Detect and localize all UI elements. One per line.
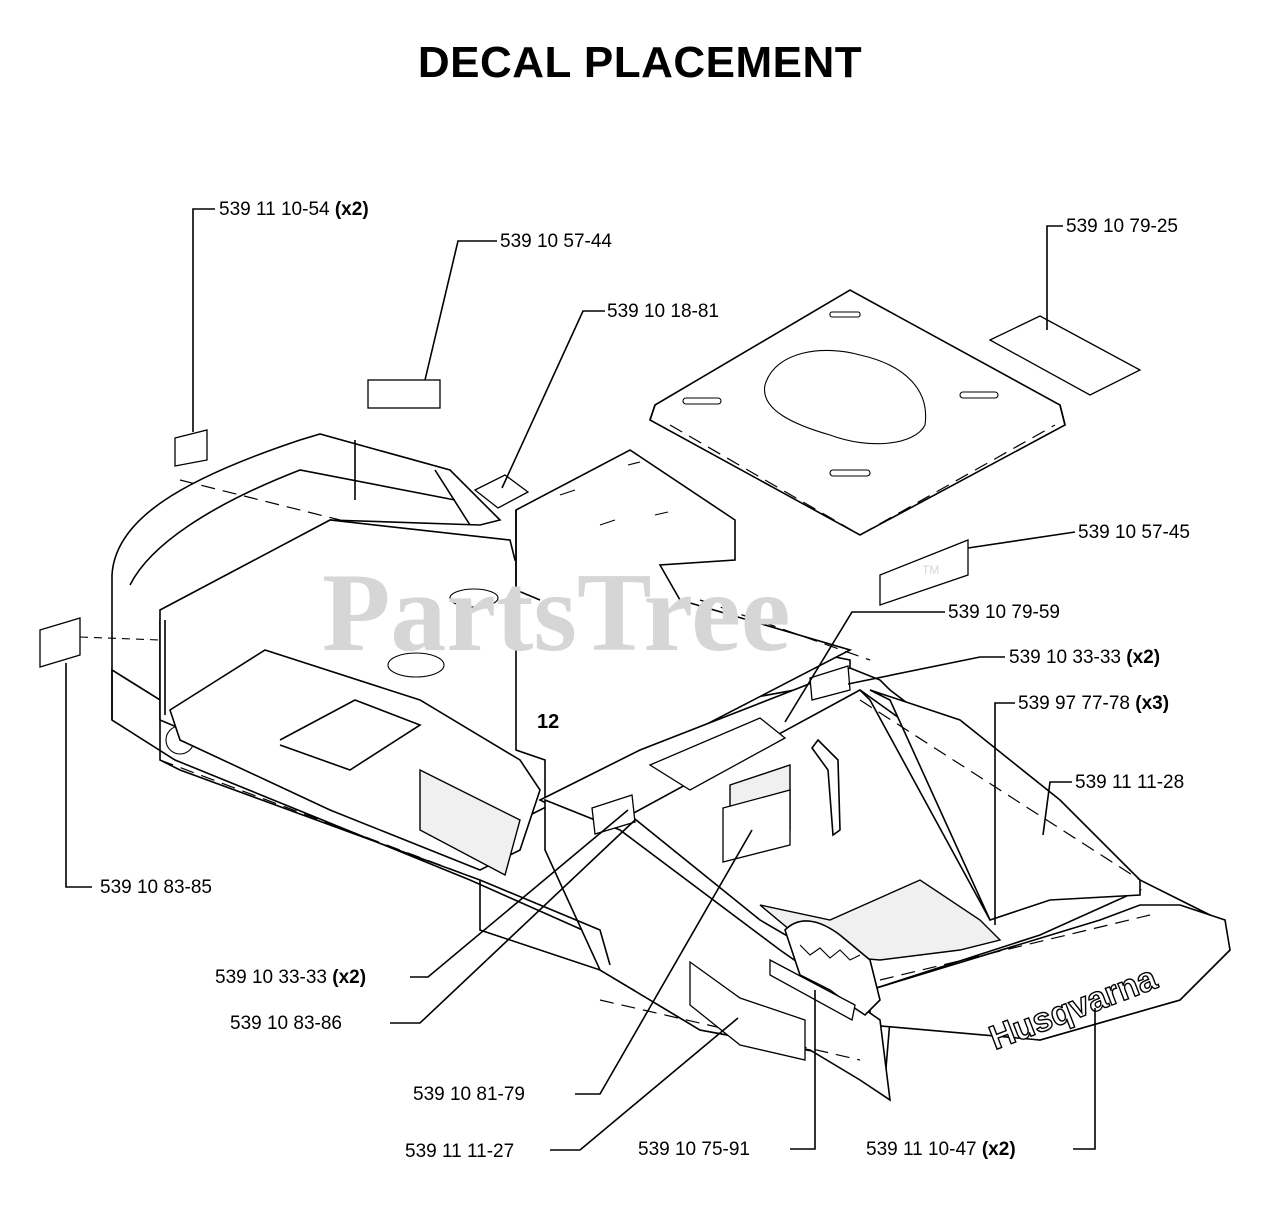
decal-539-10-79-25 — [988, 315, 1142, 396]
callout-part: 539 10 57-45 — [1078, 522, 1190, 543]
diagram-title: DECAL PLACEMENT — [417, 38, 863, 87]
callout-label: 539 11 10-54 (x2) — [219, 199, 369, 220]
callout-part: 539 10 79-59 — [948, 602, 1060, 623]
decal-539-10-33-33-left — [591, 794, 636, 835]
callout-part: 539 10 79-25 — [1066, 216, 1178, 237]
callout-label: 539 10 57-45 — [1078, 522, 1190, 543]
decal-539-11-10-54 — [174, 429, 208, 467]
callout-part: 539 10 81-79 — [413, 1084, 525, 1105]
callout-label: 539 10 83-86 — [230, 1013, 342, 1034]
watermark-text: PartsTree — [322, 551, 791, 675]
callout-qty: (x3) — [1135, 693, 1169, 714]
callout-qty: (x2) — [335, 199, 369, 220]
callout-label: 539 10 33-33 (x2) — [215, 967, 366, 988]
callout-part: 539 11 10-54 — [219, 199, 330, 220]
decal-539-10-18-81 — [473, 474, 530, 509]
callout-part: 539 11 10-47 — [866, 1139, 977, 1160]
decal-539-11-11-27 — [689, 960, 806, 1061]
callout-label: 539 11 11-28 — [1075, 772, 1184, 793]
decal-539-10-57-45 — [879, 539, 969, 606]
callout-part: 539 97 77-78 — [1018, 693, 1130, 714]
callout-part: 539 10 83-86 — [230, 1013, 342, 1034]
callout-part: 539 11 11-27 — [405, 1141, 514, 1162]
decal-539-10-33-33-right — [809, 665, 851, 701]
seat-pan — [649, 289, 1066, 536]
decal-539-10-79-59 — [648, 717, 787, 791]
decal-539-10-57-44 — [367, 379, 441, 409]
callout-label: 539 10 83-85 — [100, 877, 212, 898]
decals — [39, 315, 1142, 1061]
callout-part: 539 10 33-33 — [215, 967, 327, 988]
callout-part: 539 11 11-28 — [1075, 772, 1184, 793]
callout-label: 539 97 77-78 (x3) — [1018, 693, 1169, 714]
callout-part: 539 10 33-33 — [1009, 647, 1121, 668]
decal-539-10-75-91 — [769, 958, 856, 1021]
callout-label: 539 10 33-33 (x2) — [1009, 647, 1160, 668]
callout-part: 539 10 75-91 — [638, 1139, 750, 1160]
callout-label: 539 10 75-91 — [638, 1139, 750, 1160]
callout-label: 539 10 79-59 — [948, 602, 1060, 623]
callout-part: 539 10 18-81 — [607, 301, 719, 322]
watermark-trademark: TM — [922, 563, 939, 577]
callout-label: 539 11 10-47 (x2) — [866, 1139, 1016, 1160]
callout-label: 539 10 81-79 — [413, 1084, 525, 1105]
callout-qty: (x2) — [332, 967, 366, 988]
callout-label: 539 11 11-27 — [405, 1141, 514, 1162]
callout-label: 539 10 79-25 — [1066, 216, 1178, 237]
callout-qty: (x2) — [982, 1139, 1016, 1160]
decal-539-10-81-79 — [722, 789, 791, 863]
callout-qty: (x2) — [1126, 647, 1160, 668]
leader-lines — [65, 208, 1096, 1151]
reference-number: 12 — [537, 711, 559, 733]
callout-label: 539 10 18-81 — [607, 301, 719, 322]
callout-part: 539 10 83-85 — [100, 877, 212, 898]
watermark: PartsTree TM — [322, 551, 939, 675]
callout-label: 539 10 57-44 — [500, 231, 612, 252]
callout-labels: 539 11 10-54 (x2) 539 10 57-44 539 10 18… — [100, 199, 1190, 1162]
decal-539-10-83-85 — [39, 617, 81, 668]
callout-part: 539 10 57-44 — [500, 231, 612, 252]
tractor-body — [111, 433, 1231, 1102]
